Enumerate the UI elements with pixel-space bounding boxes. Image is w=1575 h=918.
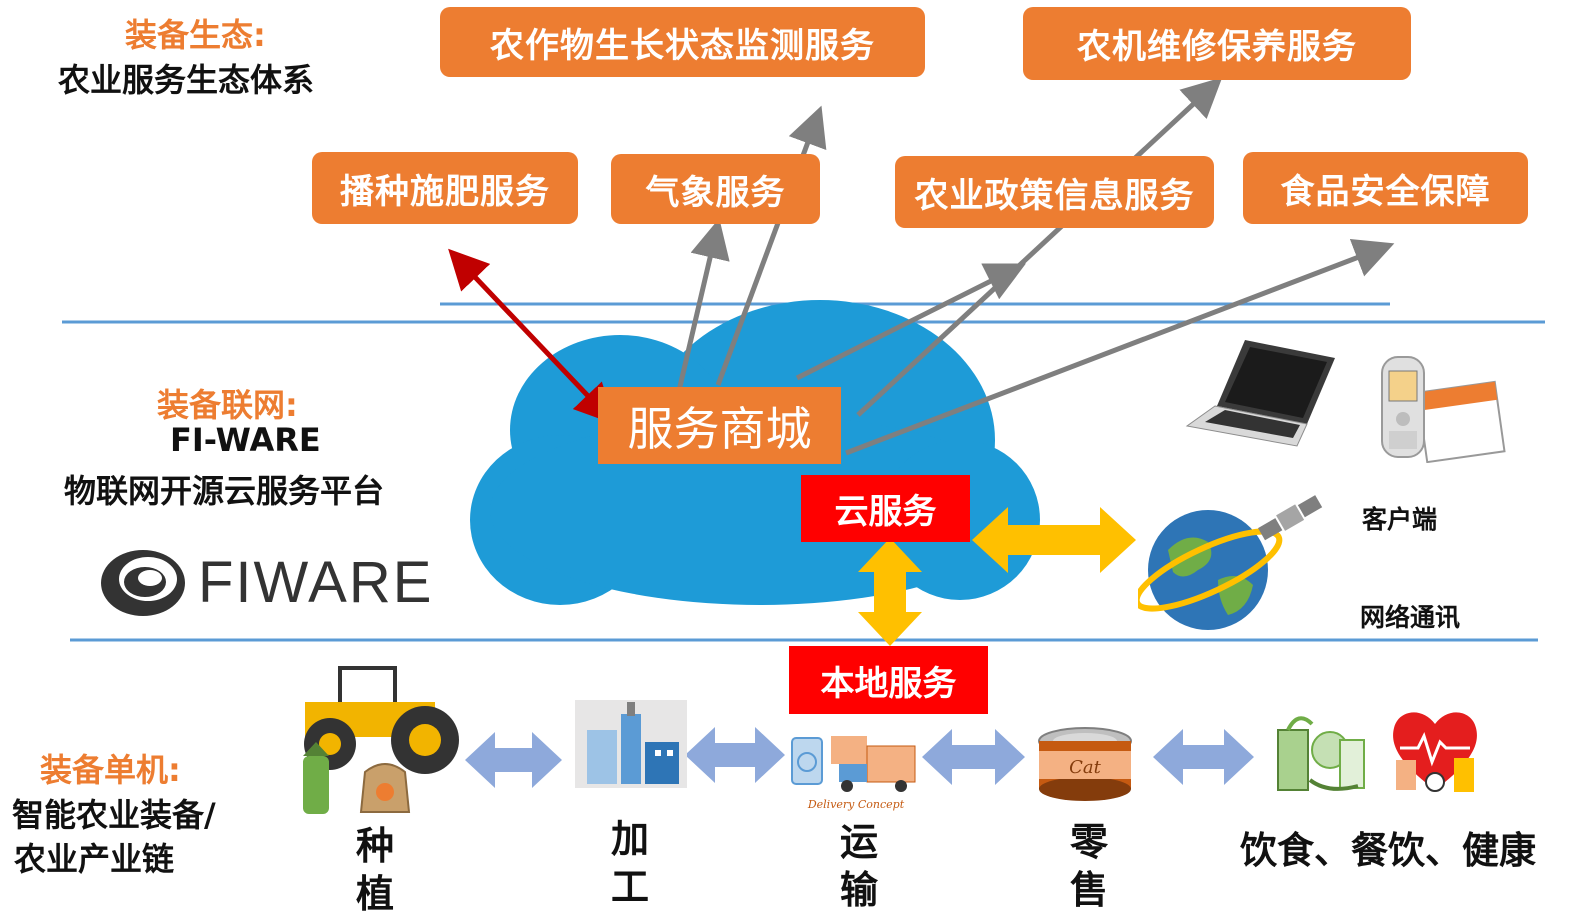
arrow-to-food-safety — [845, 239, 1395, 456]
local-service-box[interactable]: 本地服务 — [789, 646, 988, 714]
ecosystem-heading: 装备生态: — [125, 16, 266, 54]
delivery-truck-icon: Delivery Concept — [791, 736, 916, 811]
healthy-food-icon — [1277, 716, 1365, 791]
network-heading: 装备联网: — [157, 386, 298, 424]
factory-icon — [575, 700, 687, 788]
globe-satellite-icon — [1138, 495, 1323, 630]
cat-food-can-icon: Cat — [1038, 727, 1132, 801]
cat-can-text: Cat — [1069, 757, 1102, 778]
standalone-line1: 智能农业装备/ — [12, 796, 216, 834]
arrow-to-machine-repair — [856, 77, 1223, 417]
health-heart-icon — [1393, 712, 1477, 792]
service-weather[interactable]: 气象服务 — [611, 154, 820, 224]
client-label: 客户端 — [1362, 505, 1438, 534]
chain-arrow-1 — [465, 732, 562, 788]
chain-arrow-3 — [922, 729, 1025, 785]
network-line2: 物联网开源云服务平台 — [64, 472, 385, 510]
cloud-service-box[interactable]: 云服务 — [801, 475, 970, 542]
laptop-icon — [1185, 340, 1335, 447]
fiware-logo-text: FIWARE — [198, 550, 434, 615]
chain-label-processing: 加工 — [610, 817, 649, 909]
standalone-line2: 农业产业链 — [14, 840, 175, 878]
network-comm-label: 网络通讯 — [1360, 603, 1461, 632]
chain-label-food-health: 饮食、餐饮、健康 — [1240, 829, 1536, 872]
ecosystem-subheading: 农业服务生态体系 — [58, 61, 315, 99]
service-agri-policy[interactable]: 农业政策信息服务 — [895, 156, 1214, 228]
service-mall[interactable]: 服务商城 — [598, 387, 841, 464]
delivery-caption: Delivery Concept — [807, 798, 905, 811]
network-line1: FI-WARE — [170, 421, 321, 459]
phone-calendar-icon — [1381, 356, 1506, 463]
standalone-heading: 装备单机: — [40, 751, 181, 789]
fiware-logo: FIWARE — [98, 545, 431, 620]
fiware-swirl-icon — [101, 550, 185, 616]
arrow-cloud-local — [858, 538, 922, 646]
chain-arrow-4 — [1153, 729, 1254, 785]
chain-label-transport: 运输 — [839, 820, 878, 912]
tractor-icon — [303, 666, 459, 814]
service-food-safety[interactable]: 食品安全保障 — [1243, 152, 1528, 224]
arrow-to-weather — [675, 218, 730, 396]
service-crop-monitoring[interactable]: 农作物生长状态监测服务 — [440, 7, 925, 77]
arrow-sowing-bidirectional — [448, 248, 615, 425]
service-machine-repair[interactable]: 农机维修保养服务 — [1023, 7, 1411, 80]
chain-label-planting: 种植 — [355, 824, 394, 916]
chain-arrow-2 — [685, 727, 785, 783]
arrow-to-policy — [795, 263, 1026, 381]
service-sowing-fertilizing[interactable]: 播种施肥服务 — [312, 152, 578, 224]
chain-label-retail: 零售 — [1069, 820, 1108, 912]
arrow-cloud-network — [972, 507, 1136, 573]
